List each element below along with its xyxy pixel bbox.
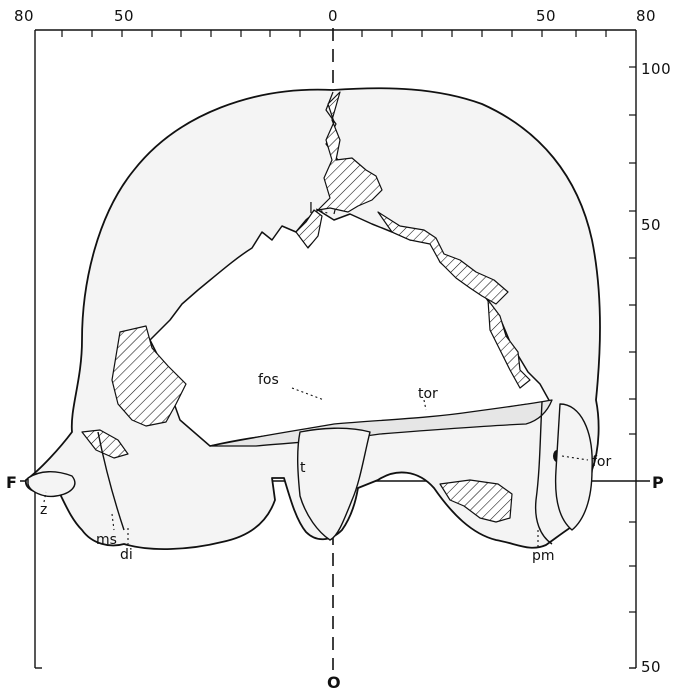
hatch-upper-midline <box>317 91 383 213</box>
point-f-label: F <box>6 473 17 492</box>
point-p-label: P <box>652 473 664 492</box>
label-ms: ms <box>96 532 117 548</box>
label-for: for <box>592 454 611 470</box>
leader-for <box>561 455 589 461</box>
point-o-label: O <box>327 673 341 691</box>
label-z: z <box>40 502 47 518</box>
top-scale-label-left-80: 80 <box>14 7 34 25</box>
supraorbital-torus <box>209 399 553 447</box>
hatch-left-lower <box>81 429 129 459</box>
leader-tor <box>423 399 427 411</box>
hatched-damage-areas <box>81 91 531 523</box>
right-scale-label-50-lower: 50 <box>641 658 661 676</box>
top-scale-label-right-50: 50 <box>536 7 556 25</box>
label-leaders <box>43 208 589 548</box>
top-scale-ticks <box>61 30 607 37</box>
top-scale-label-right-80: 80 <box>636 7 656 25</box>
leader-z <box>43 491 47 503</box>
hatch-left-midline <box>295 209 323 249</box>
label-t: t <box>300 460 306 476</box>
label-di: di <box>120 547 133 563</box>
anatomical-labels: l fos tor t for z ms di pm <box>40 201 611 564</box>
right-scale-label-50-upper: 50 <box>641 216 661 234</box>
right-zygomatic-process <box>554 403 593 531</box>
label-l: l <box>309 201 313 217</box>
top-scale-labels: 80 50 0 50 80 <box>14 7 656 25</box>
skull-drawing <box>25 87 601 550</box>
right-scale-label-100: 100 <box>641 60 671 78</box>
hatch-right-upper <box>377 211 509 305</box>
right-scale-labels: 100 50 50 <box>641 60 671 676</box>
hatch-right-lower <box>439 479 513 523</box>
left-zygomatic-process <box>27 471 76 498</box>
leader-fos <box>291 387 325 401</box>
nasal-process <box>296 427 371 541</box>
right-scale-ticks <box>629 66 636 613</box>
top-scale-label-center-0: 0 <box>328 7 338 25</box>
reference-point-labels: F P O <box>6 473 664 691</box>
label-tor: tor <box>418 386 438 402</box>
hatch-right-side <box>487 299 531 389</box>
hatch-left-side <box>111 325 187 427</box>
left-orbital-rim <box>97 431 125 531</box>
label-pm: pm <box>532 548 555 564</box>
top-scale-label-left-50: 50 <box>114 7 134 25</box>
label-fos: fos <box>258 372 279 388</box>
right-orbital-rim <box>534 401 553 545</box>
